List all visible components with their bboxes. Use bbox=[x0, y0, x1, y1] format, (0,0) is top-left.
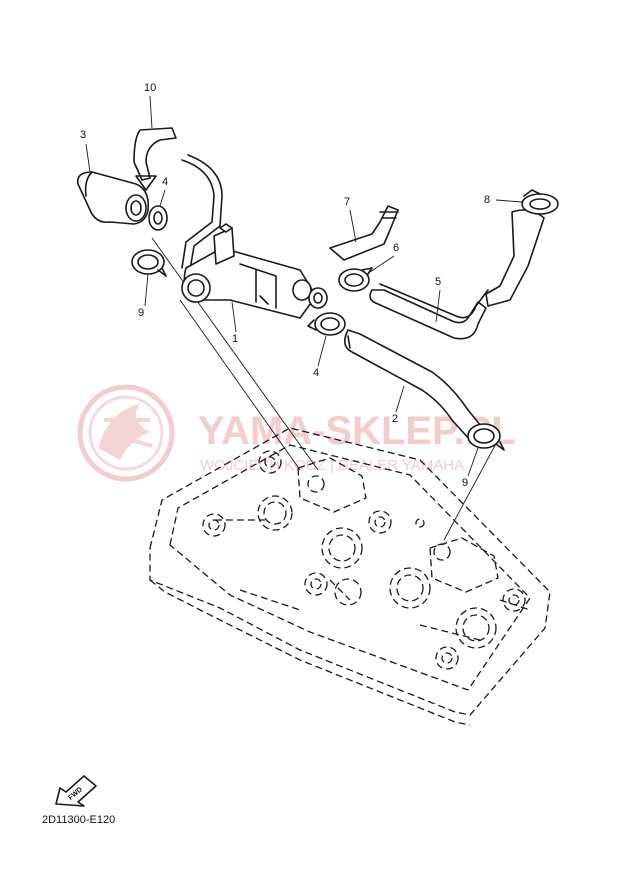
callout-5: 5 bbox=[435, 276, 441, 288]
leader-hose3-to-cover bbox=[151, 237, 319, 471]
callout-9-left: 9 bbox=[138, 307, 144, 319]
callout-4-upper: 4 bbox=[162, 176, 168, 188]
hose-clamp-part-6 bbox=[338, 267, 373, 292]
watermark-logo-icon bbox=[77, 384, 175, 482]
leader-hose2-to-cover bbox=[443, 439, 499, 541]
callout-8: 8 bbox=[484, 194, 490, 206]
callout-1: 1 bbox=[232, 333, 238, 345]
hose-clamp-part-4-lower bbox=[307, 312, 346, 336]
diagram-code: 2D11300-E120 bbox=[42, 814, 116, 826]
hose-holder-part-10 bbox=[133, 127, 177, 191]
fwd-arrow-icon: FWD bbox=[55, 775, 97, 807]
callout-10: 10 bbox=[144, 82, 156, 94]
air-cut-valve-part-1 bbox=[181, 223, 328, 319]
callout-4-lower: 4 bbox=[313, 367, 319, 379]
hose-part-2 bbox=[344, 329, 487, 441]
reed-valve-cover-left bbox=[297, 457, 367, 513]
leader-valve-to-cover bbox=[179, 299, 301, 471]
callout-9-right: 9 bbox=[462, 477, 468, 489]
cover-holes bbox=[202, 450, 526, 670]
watermark-subtitle: WOJCIECH KOCZ | DEALER YAMAHA bbox=[200, 457, 464, 474]
elbow-hose-part-3 bbox=[76, 171, 150, 225]
hose-part-8 bbox=[485, 189, 559, 307]
callout-2: 2 bbox=[392, 413, 398, 425]
callout-7: 7 bbox=[344, 196, 350, 208]
callout-6: 6 bbox=[393, 242, 399, 254]
reed-valve-cover-right bbox=[429, 537, 499, 593]
callouts: 10 3 4 9 1 7 6 8 5 4 2 9 bbox=[80, 82, 523, 489]
bracket-part-7 bbox=[329, 205, 399, 261]
hose-clamp-part-9-left bbox=[131, 249, 167, 277]
hose-clamp-part-4-upper bbox=[148, 205, 168, 231]
small-pipe bbox=[181, 154, 223, 271]
callout-3: 3 bbox=[80, 129, 86, 141]
cylinder-head-cover bbox=[149, 427, 551, 726]
hose-clamp-part-9-right bbox=[467, 423, 505, 451]
hose-part-5 bbox=[369, 283, 489, 340]
